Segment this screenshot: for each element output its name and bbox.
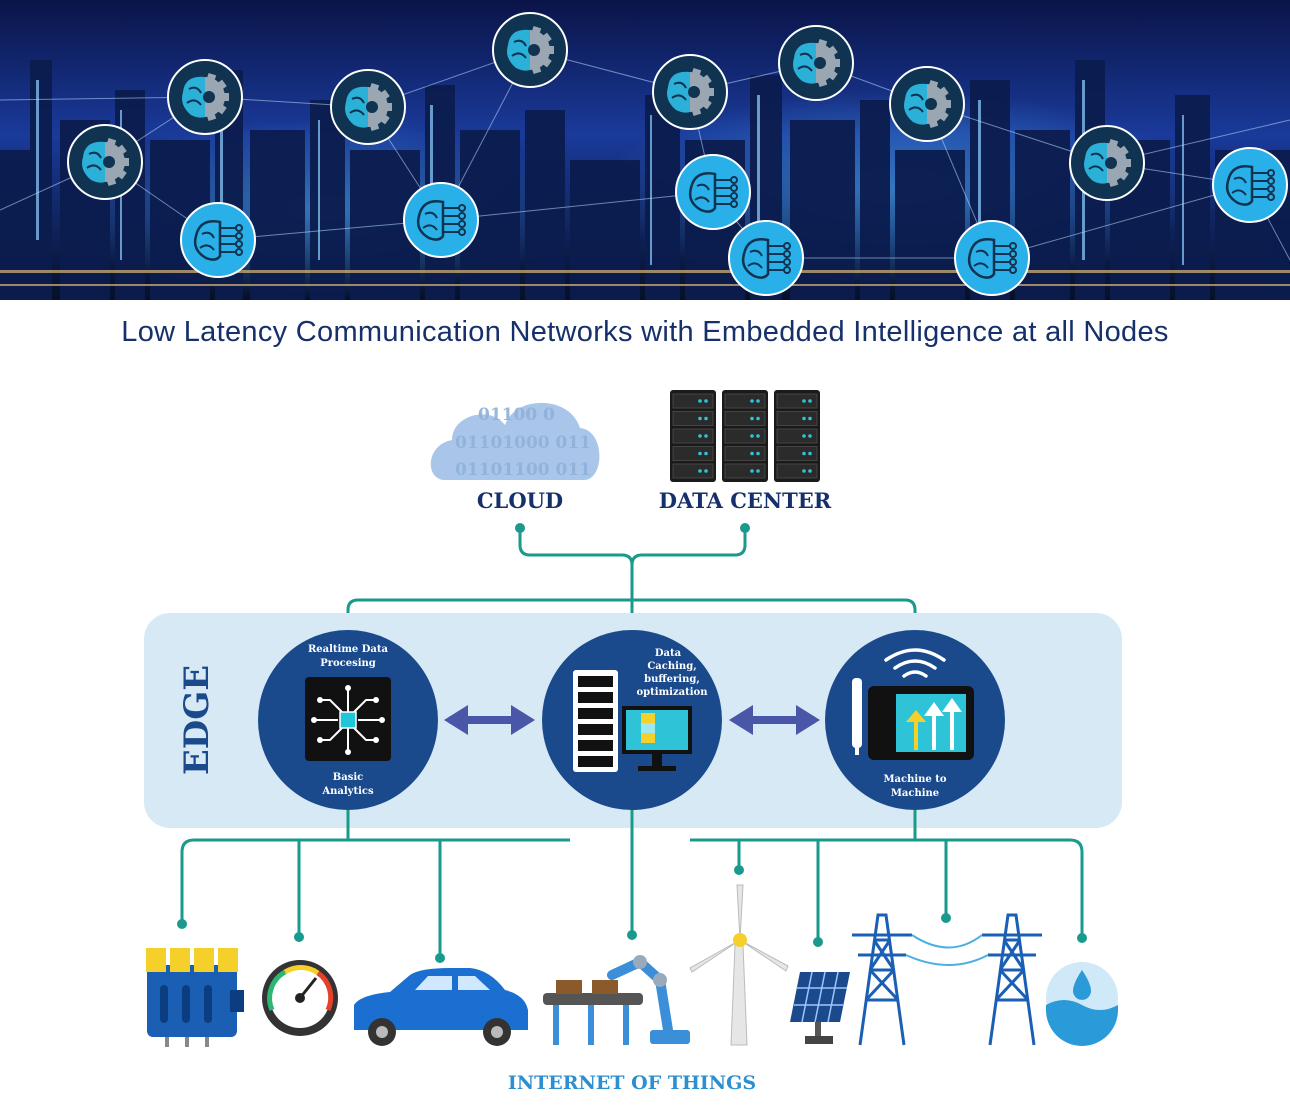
node1-title-1: Realtime Data [308,644,389,655]
wind-turbine-icon [689,884,789,1046]
tablet-wifi-icon [852,678,974,760]
cloud-icon: 01100 0 01101000 011 01101100 011 [430,402,600,480]
page-title: Low Latency Communication Networks with … [121,316,1169,348]
power-tower-icon [852,913,1042,1046]
bidirectional-arrow-icon [444,705,535,735]
cloud-binary-3: 01101100 011 [455,460,591,480]
brain-gear-icon [652,54,728,130]
downlink-lines [180,810,1084,958]
bidirectional-arrow-icon [729,705,820,735]
city-network-banner [0,0,1290,300]
cloud-binary-2: 01101000 011 [455,433,591,453]
node1-caption-1: Basic [333,772,363,783]
cloud-binary-1: 01100 0 [478,405,555,425]
brain-circuit-icon [954,220,1030,296]
brain-circuit-icon [403,182,479,258]
gauge-icon [262,960,338,1036]
brain-gear-icon [67,124,143,200]
node2-title-3: buffering, [644,674,700,685]
server-rack-icon [670,390,820,482]
water-drop-icon [1046,962,1118,1046]
edge-node-caching: Data Caching, buffering, optimization [542,630,722,810]
brain-circuit-icon [1212,147,1288,223]
wifi-icon [884,648,946,678]
brain-gear-icon [889,66,965,142]
node2-title-4: optimization [637,687,709,698]
edge-label: EDGE [177,665,217,775]
engine-icon [146,948,244,1047]
datacenter-label: DATA CENTER [659,488,832,513]
node1-caption-2: Analytics [321,786,374,797]
server-monitor-icon [573,670,692,772]
node2-title-2: Caching, [647,661,696,672]
brain-gear-icon [167,59,243,135]
solar-panel-icon [790,971,850,1044]
chip-icon [305,677,391,761]
iot-label: INTERNET OF THINGS [508,1072,756,1094]
node2-title-1: Data [655,648,682,659]
brain-circuit-icon [675,154,751,230]
brain-gear-icon [1069,125,1145,201]
node1-title-2: Procesing [320,658,376,669]
node3-caption-1: Machine to [883,774,946,785]
brain-circuit-icon [180,202,256,278]
car-icon [354,968,528,1046]
robot-arm-icon [543,955,690,1045]
brain-gear-icon [778,25,854,101]
cloud-label: CLOUD [477,488,563,513]
edge-node-realtime: Realtime Data Procesing Basic Analytics [258,630,438,810]
node3-caption-2: Machine [891,788,939,799]
brain-circuit-icon [728,220,804,296]
edge-architecture-diagram: 01100 0 01101000 011 01101100 011 CLOUD … [144,390,1122,1094]
brain-gear-icon [492,12,568,88]
edge-node-m2m: Machine to Machine [825,630,1005,810]
brain-gear-icon [330,69,406,145]
